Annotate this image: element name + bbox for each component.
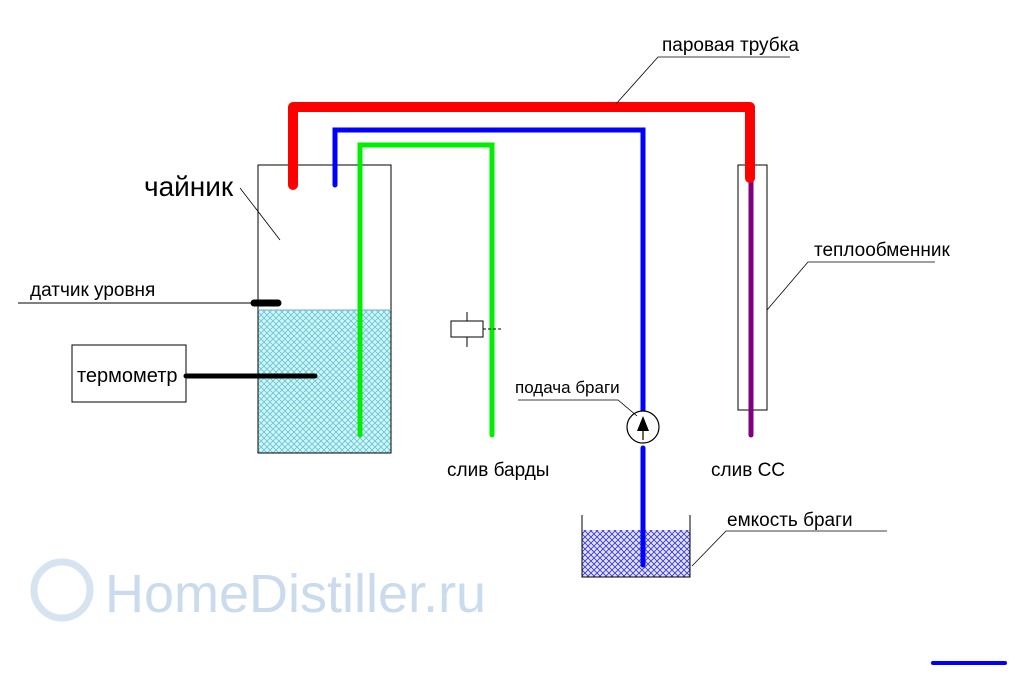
mash-tank [581, 515, 691, 578]
kettle-label: чайник [144, 171, 234, 202]
pump-icon [626, 410, 660, 444]
watermark-logo-icon [30, 558, 94, 622]
stillage-pipe [357, 142, 495, 438]
thermometer-box [71, 344, 187, 403]
steam-pipe-label: паровая трубка [662, 35, 799, 56]
mash-tank-liquid [582, 530, 690, 577]
mash-feed-pipe [332, 127, 646, 413]
steam-pipe [288, 102, 755, 190]
mash-feed-label: подача браги [515, 378, 620, 397]
stillage-drain-label: слив барды [447, 460, 549, 481]
watermark: HomeDistiller.ru [105, 564, 486, 624]
kettle-liquid [258, 310, 391, 453]
thermometer-label: термометр [77, 365, 178, 387]
heat-exchanger-label: теплообменник [814, 240, 950, 261]
mash-tank-label: емкость браги [727, 510, 853, 531]
distillate-drain-label: слив СС [711, 460, 785, 481]
kettle [257, 164, 392, 454]
valve-icon [450, 312, 502, 347]
level-sensor-label: датчик уровня [30, 280, 155, 301]
